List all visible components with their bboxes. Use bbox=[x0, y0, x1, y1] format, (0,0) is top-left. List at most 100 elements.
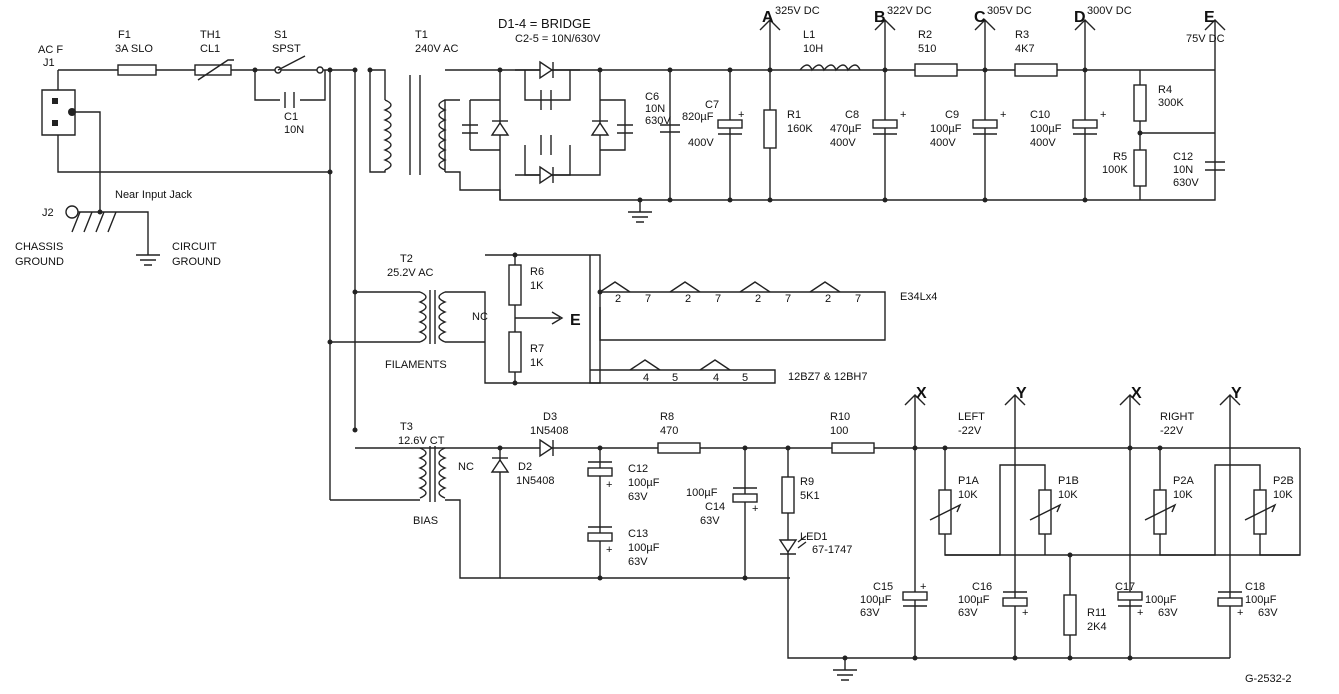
label-c16: C16 bbox=[972, 581, 992, 593]
figure-id: G-2532-2 bbox=[1245, 673, 1291, 685]
label-pv: 10K bbox=[958, 489, 978, 501]
label-filaments: FILAMENTS bbox=[385, 359, 447, 371]
label-nodeEv: 75V DC bbox=[1186, 33, 1225, 45]
label-r10v: 100 bbox=[830, 425, 848, 437]
label-pin7: 7 bbox=[645, 293, 651, 305]
label-t3: T3 bbox=[400, 421, 413, 433]
label-t2: T2 bbox=[400, 253, 413, 265]
label-r11: R11 bbox=[1087, 607, 1106, 619]
label-r5: R5 bbox=[1113, 151, 1127, 163]
label-c12bv2: 63V bbox=[628, 491, 648, 503]
label-d3: D3 bbox=[543, 411, 557, 423]
label-pin7: 7 bbox=[785, 293, 791, 305]
label-plus: + bbox=[606, 544, 612, 556]
label-led1v: 67-1747 bbox=[812, 544, 852, 556]
label-r5v: 100K bbox=[1102, 164, 1128, 176]
label-chassis2: GROUND bbox=[15, 256, 64, 268]
label-c12b: C12 bbox=[628, 463, 648, 475]
ground-symbols bbox=[65, 205, 857, 681]
label-pin7: 7 bbox=[715, 293, 721, 305]
label-r9v: 5K1 bbox=[800, 490, 820, 502]
label-th1v: CL1 bbox=[200, 43, 220, 55]
label-c10v1: 100µF bbox=[1030, 123, 1062, 135]
label-r8v: 470 bbox=[660, 425, 678, 437]
label-c6v1: 10N bbox=[645, 103, 665, 115]
bridge-rectifier bbox=[462, 60, 633, 185]
label-nodeBv: 322V DC bbox=[887, 5, 932, 17]
label-c17: C17 bbox=[1115, 581, 1135, 593]
label-e34: E34Lx4 bbox=[900, 291, 937, 303]
label-r7: R7 bbox=[530, 343, 544, 355]
fuse-f1 bbox=[117, 64, 157, 76]
label-left: LEFT bbox=[958, 411, 985, 423]
label-pin5: 5 bbox=[742, 372, 748, 384]
label-led1: LED1 bbox=[800, 531, 828, 543]
label-t1: T1 bbox=[415, 29, 428, 41]
iec-inlet-j1 bbox=[41, 89, 76, 136]
label-plus: + bbox=[606, 479, 612, 491]
label-r1v: 160K bbox=[787, 123, 813, 135]
label-pin4: 4 bbox=[713, 372, 719, 384]
label-c18: C18 bbox=[1245, 581, 1265, 593]
label-c6v2: 630V bbox=[645, 115, 671, 127]
transformer-t1 bbox=[383, 75, 447, 175]
label-c9: C9 bbox=[945, 109, 959, 121]
label-c7v1: 820µF bbox=[682, 111, 714, 123]
label-c10: C10 bbox=[1030, 109, 1050, 121]
label-plus: + bbox=[1137, 607, 1143, 619]
label-r4: R4 bbox=[1158, 84, 1172, 96]
label-c13v1: 100µF bbox=[628, 542, 660, 554]
label-c12av1: 10N bbox=[1173, 164, 1193, 176]
label-r6: R6 bbox=[530, 266, 544, 278]
label-t1v: 240V AC bbox=[415, 43, 458, 55]
label-plus: + bbox=[1000, 109, 1006, 121]
label-circuit2: GROUND bbox=[172, 256, 221, 268]
label-nodeAv: 325V DC bbox=[775, 5, 820, 17]
label-cv1: 100µF bbox=[958, 594, 990, 606]
thermistor-th1 bbox=[194, 59, 234, 81]
label-cv1: 100µF bbox=[1245, 594, 1277, 606]
label-j2: J2 bbox=[42, 207, 54, 219]
label-c13: C13 bbox=[628, 528, 648, 540]
junction-dots bbox=[97, 67, 1163, 661]
label-pin4: 4 bbox=[643, 372, 649, 384]
label-s1v: SPST bbox=[272, 43, 301, 55]
label-plus: + bbox=[738, 109, 744, 121]
label-c8v2: 400V bbox=[830, 137, 856, 149]
label-c10v2: 400V bbox=[1030, 137, 1056, 149]
label-c13v2: 63V bbox=[628, 556, 648, 568]
label-c14v1: 100µF bbox=[686, 487, 718, 499]
label-c1v: 10N bbox=[284, 124, 304, 136]
label-cv2: 63V bbox=[958, 607, 978, 619]
ht-filter-components bbox=[660, 63, 1225, 187]
label-acf: AC F bbox=[38, 44, 63, 56]
capacitor-c1 bbox=[284, 92, 295, 108]
label-y: Y bbox=[1231, 385, 1242, 402]
label-cv1: 100µF bbox=[1145, 594, 1177, 606]
bridge-note: D1-4 = BRIDGE bbox=[498, 16, 591, 31]
label-plus: + bbox=[920, 581, 926, 593]
label-pv: 10K bbox=[1173, 489, 1193, 501]
label-nodeCv: 305V DC bbox=[987, 5, 1032, 17]
label-t3v: 12.6V CT bbox=[398, 435, 445, 447]
label-j1: J1 bbox=[43, 57, 55, 69]
label-nodeB: B bbox=[874, 9, 886, 26]
label-r4v: 300K bbox=[1158, 97, 1184, 109]
label-c9v2: 400V bbox=[930, 137, 956, 149]
label-d2: D2 bbox=[518, 461, 532, 473]
label-y: Y bbox=[1016, 385, 1027, 402]
label-c12av2: 630V bbox=[1173, 177, 1199, 189]
transformers-t2-t3 bbox=[418, 264, 841, 502]
label-cv2: 63V bbox=[1158, 607, 1178, 619]
label-p1b: P1B bbox=[1058, 475, 1079, 487]
label-p1a: P1A bbox=[958, 475, 979, 487]
label-r7v: 1K bbox=[530, 357, 544, 369]
label-plus: + bbox=[1100, 109, 1106, 121]
label-right: RIGHT bbox=[1160, 411, 1195, 423]
label-cv1: 100µF bbox=[860, 594, 892, 606]
label-r11v: 2K4 bbox=[1087, 621, 1107, 633]
label-r3: R3 bbox=[1015, 29, 1029, 41]
label-pin2: 2 bbox=[755, 293, 761, 305]
label-pin2: 2 bbox=[685, 293, 691, 305]
